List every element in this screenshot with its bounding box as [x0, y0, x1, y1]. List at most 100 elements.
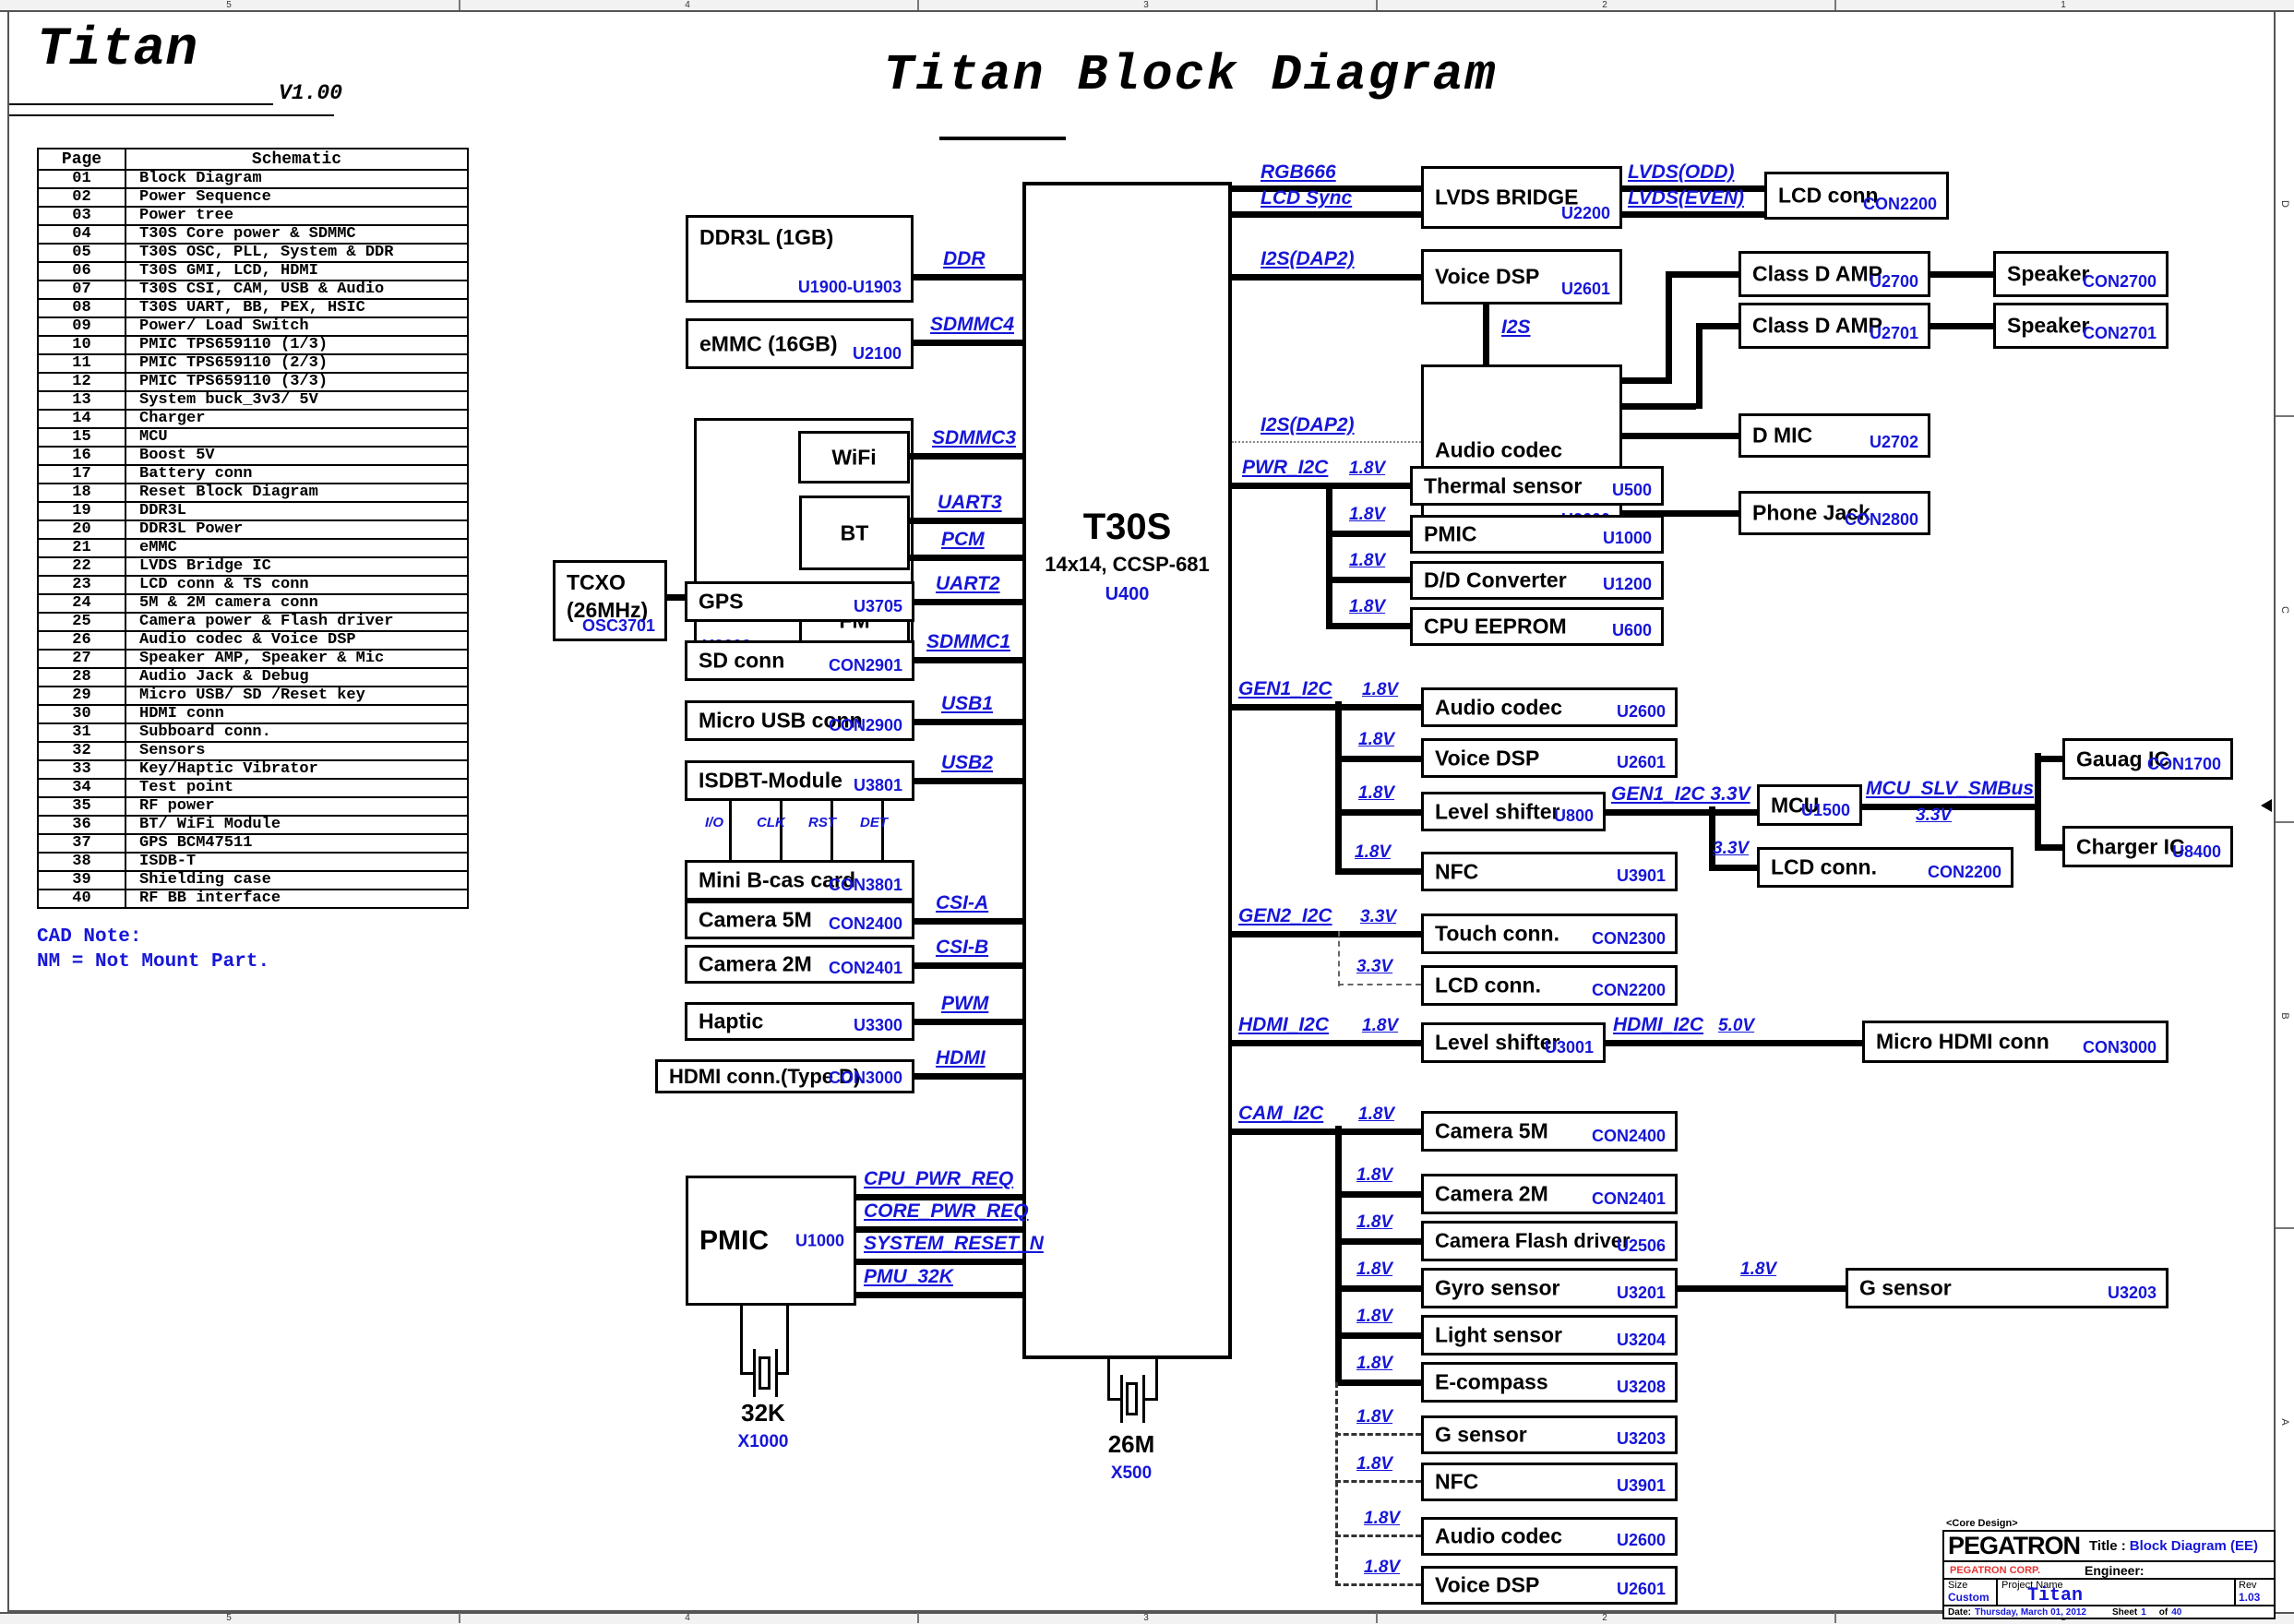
block-name: Gyro sensor: [1435, 1275, 1560, 1300]
block-name: Haptic: [699, 1009, 764, 1033]
net-label-hdmi-i2c: HDMI_I2C: [1238, 1014, 1330, 1035]
wire: [914, 1073, 1022, 1080]
block-ref: U2700: [1869, 272, 1918, 291]
page-index-cell: 11: [37, 353, 126, 374]
wire: [914, 719, 1022, 725]
wire: [1232, 704, 1421, 710]
page-index-cell: RF BB interface: [125, 889, 469, 909]
page-index-cell: 32: [37, 741, 126, 761]
block-name: Voice DSP: [1435, 746, 1540, 770]
page-index-cell: Camera power & Flash driver: [125, 612, 469, 632]
block-ref: CON1700: [2146, 755, 2221, 773]
net-label-v18: 1.8V: [1362, 1016, 1399, 1035]
page-index-cell: 40: [37, 889, 126, 909]
net-label-sdmmc3: SDMMC3: [932, 427, 1017, 448]
page-index-cell: Battery conn: [125, 464, 469, 484]
block-name: Light sensor: [1435, 1322, 1563, 1347]
net-label-v18: 1.8V: [1356, 1212, 1393, 1232]
block-ref: U3204: [1616, 1331, 1666, 1349]
title-block: <Core Design> PEGATRON Title : Block Dia…: [1942, 1518, 2276, 1619]
crystal-symbol-segment: [775, 1349, 778, 1397]
net-label-lvds-odd: LVDS(ODD): [1628, 161, 1735, 183]
page-index-cell: Audio Jack & Debug: [125, 667, 469, 687]
wire: [914, 599, 1022, 605]
crystal-symbol-segment: [740, 1306, 743, 1373]
page-index-cell: Charger: [125, 409, 469, 429]
of-label: of: [2158, 1606, 2169, 1618]
page-title: Titan Block Diagram: [883, 46, 1498, 104]
block-name: PMIC: [699, 1224, 769, 1256]
wire: [1326, 483, 1332, 628]
page-index-cell: ISDB-T: [125, 852, 469, 872]
page-index-cell: 31: [37, 722, 126, 743]
block-lcd-conn-g2: LCD conn.CON2200: [1421, 965, 1678, 1006]
wire: [667, 594, 685, 601]
wire: [914, 340, 1022, 346]
page-index-cell: 36: [37, 815, 126, 835]
block-ddr3l: DDR3L (1GB)U1900-U1903: [686, 215, 914, 303]
page-index-cell: Power/ Load Switch: [125, 316, 469, 337]
net-label-pwm: PWM: [941, 993, 989, 1014]
net-label-system-reset-n: SYSTEM_RESET_N: [864, 1233, 1044, 1254]
block-name: Camera 2M: [699, 951, 812, 976]
wire: [1335, 1332, 1421, 1339]
wire: [914, 778, 1022, 784]
wire: [1622, 377, 1666, 384]
page-index-cell: 18: [37, 483, 126, 503]
page-index-cell: Block Diagram: [125, 169, 469, 189]
wire: [1622, 433, 1738, 439]
corp-name: PEGATRON CORP.: [1950, 1564, 2040, 1576]
pegatron-logo: PEGATRON: [1948, 1532, 2081, 1559]
rev-value: 1.03: [2239, 1591, 2261, 1604]
block-name: Mini B-cas card: [699, 867, 855, 892]
zone-number: 3: [1143, 0, 1149, 10]
page-index-cell: Micro USB/ SD /Reset key: [125, 686, 469, 706]
zone-tick: [2276, 1227, 2294, 1229]
page-index-cell: 10: [37, 335, 126, 355]
wire: [1335, 809, 1421, 816]
net-label-gen1-i2c: GEN1_I2C: [1238, 678, 1332, 699]
net-label-v18: 1.8V: [1362, 680, 1399, 699]
block-name: G sensor: [1859, 1275, 1952, 1300]
block-ref: CON2200: [1862, 195, 1937, 213]
block-ref: U2601: [1616, 1580, 1666, 1598]
sheet-value: 1: [2141, 1606, 2146, 1618]
net-label-i2s: I2S: [1501, 316, 1531, 338]
net-label-cpu-pwr-req: CPU_PWR_REQ: [864, 1168, 1014, 1189]
page-index-cell: DDR3L Power: [125, 519, 469, 540]
page-index-cell: Audio codec & Voice DSP: [125, 630, 469, 651]
crystal-symbol-segment: [1120, 1375, 1123, 1423]
zone-letter: A: [2279, 1418, 2290, 1426]
block-ref: U3203: [1616, 1429, 1666, 1448]
wire: [1678, 1285, 1846, 1292]
block-name: Gauag IC: [2076, 746, 2169, 770]
page-index-cell: 33: [37, 759, 126, 780]
net-label-gen2-i2c: GEN2_I2C: [1238, 905, 1332, 926]
wire: [1696, 323, 1703, 409]
block-name: Micro HDMI conn: [1876, 1029, 2049, 1054]
wire: [914, 1019, 1022, 1025]
page-index-cell: BT/ WiFi Module: [125, 815, 469, 835]
page-index-cell: 06: [37, 261, 126, 281]
wire: [1483, 304, 1489, 364]
wire: [1335, 1480, 1421, 1483]
title-value: Block Diagram (EE): [2129, 1538, 2258, 1554]
